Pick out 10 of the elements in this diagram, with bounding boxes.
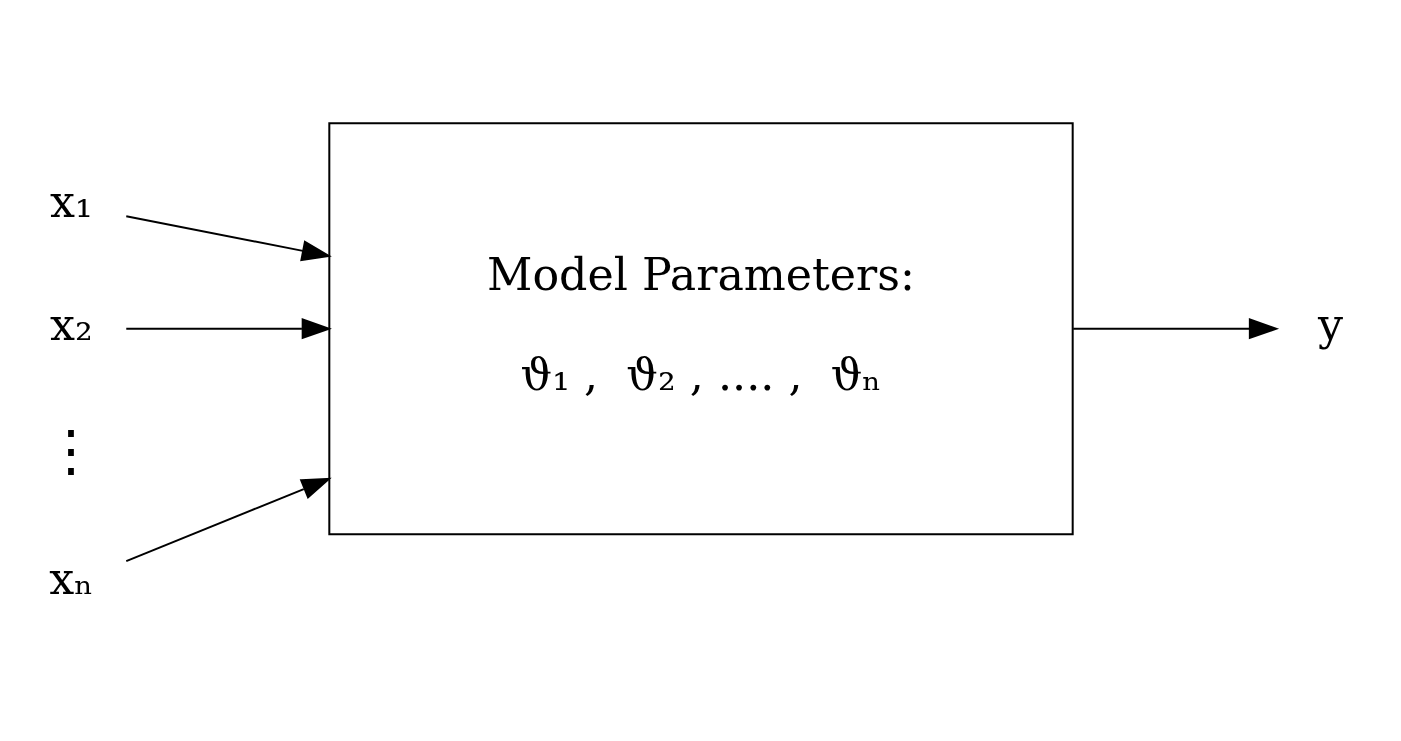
node-box: Model Parameters: ϑ₁ , ϑ₂ , .... , ϑₙ	[327, 121, 1074, 535]
arrow	[125, 317, 332, 339]
label: ⋮	[42, 417, 99, 483]
node-text: x₂	[49, 298, 93, 350]
arrow	[125, 477, 332, 562]
arrow	[125, 214, 332, 261]
node-text: y	[1317, 298, 1343, 350]
arrow	[1072, 317, 1279, 339]
node-text: xₙ	[48, 552, 94, 604]
node-text: x₁	[49, 175, 93, 227]
